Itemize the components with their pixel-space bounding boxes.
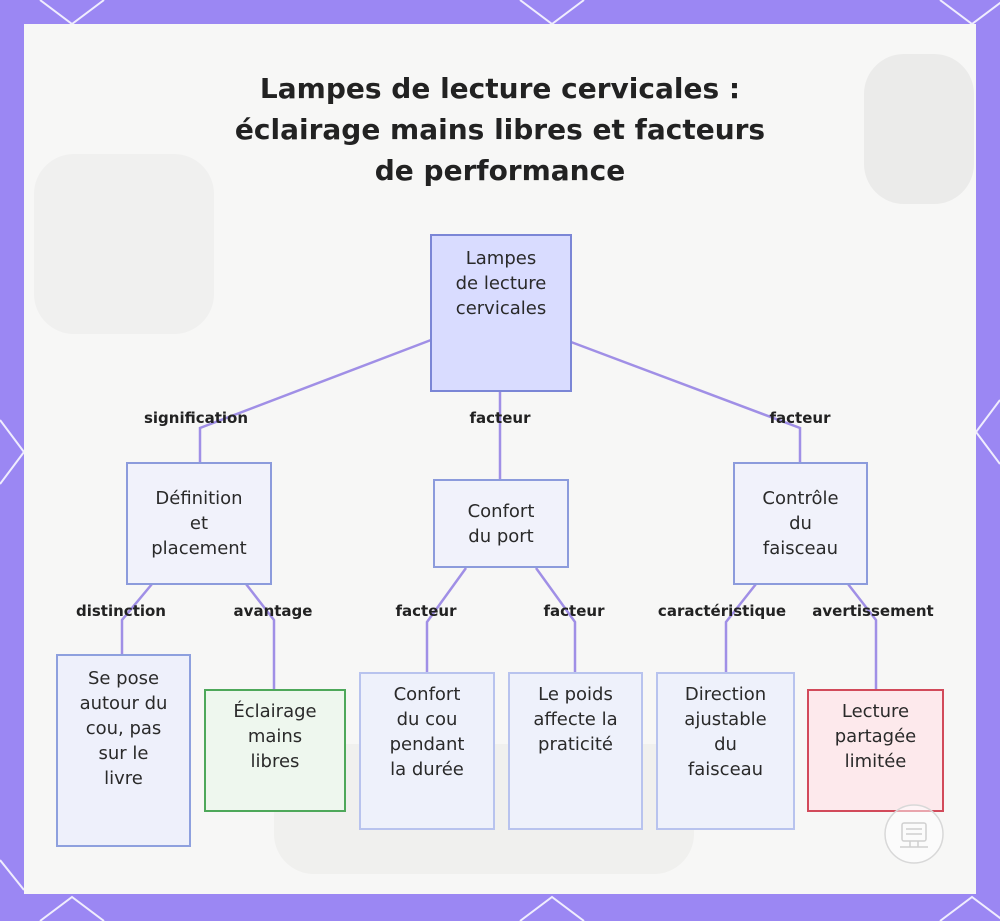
node-text: faisceau	[687, 759, 764, 780]
node-text: placement	[151, 538, 247, 559]
edge-controle-direction	[724, 583, 757, 672]
node-text: partagée	[834, 726, 917, 747]
node-definition: Définition et placement	[126, 462, 272, 585]
node-text: mains	[247, 726, 303, 747]
node-text: Éclairage	[233, 701, 317, 722]
node-text: ajustable	[684, 709, 767, 730]
node-controle: Contrôle du faisceau	[733, 462, 868, 585]
node-text: pendant	[389, 734, 465, 755]
node-text: praticité	[538, 734, 613, 755]
edge-controle-lecture	[847, 583, 878, 689]
node-text: cervicales	[455, 298, 547, 319]
edge-definition-se-pose	[120, 583, 153, 654]
node-text: du	[714, 734, 737, 755]
node-confort-port: Confort du port	[433, 479, 569, 568]
edge-label-avantage: avantage	[233, 602, 313, 620]
node-text: la durée	[390, 759, 464, 780]
edge-label-distinction: distinction	[76, 602, 166, 620]
node-text: et	[189, 513, 209, 534]
title-line: de performance	[374, 154, 626, 187]
node-text: limitée	[844, 751, 907, 772]
node-text: sur le	[98, 743, 149, 764]
node-lecture: Lecture partagée limitée	[807, 689, 944, 812]
edge-label-facteur: facteur	[469, 409, 531, 427]
edge-label-avertissement: avertissement	[812, 602, 934, 620]
brand-logo-icon	[884, 804, 944, 864]
node-se-pose: Se pose autour du cou, pas sur le livre	[56, 654, 191, 847]
edge-confort-port-poids	[534, 567, 577, 672]
node-text: autour du	[79, 693, 168, 714]
edge-label-facteur: facteur	[395, 602, 457, 620]
node-text: Définition	[155, 488, 243, 509]
node-text: Confort	[393, 684, 461, 705]
node-text: libres	[250, 751, 300, 772]
node-text: Contrôle	[762, 488, 839, 509]
node-text: Direction	[684, 684, 767, 705]
node-text: Lampes	[465, 248, 537, 269]
node-text: du	[789, 513, 812, 534]
node-eclairage: Éclairage mains libres	[204, 689, 346, 812]
edge-root-definition	[198, 338, 432, 462]
title-line: éclairage mains libres et facteurs	[234, 113, 766, 146]
node-text: Le poids	[538, 684, 613, 705]
node-text: Se pose	[87, 668, 160, 689]
edge-confort-port-confort-cou	[425, 567, 468, 672]
edge-definition-eclairage	[245, 583, 276, 689]
node-text: affecte la	[533, 709, 618, 730]
title-line: Lampes de lecture cervicales :	[259, 72, 741, 105]
node-text: du port	[468, 525, 534, 547]
edge-label-caracteristique: caractéristique	[657, 602, 787, 620]
node-text: Confort	[467, 500, 535, 522]
edge-label-facteur: facteur	[543, 602, 605, 620]
node-text: livre	[104, 768, 143, 789]
edge-root-controle	[570, 340, 802, 462]
diagram-title: Lampes de lecture cervicales : éclairage…	[0, 68, 1000, 191]
node-text: Lecture	[841, 701, 910, 722]
node-poids: Le poids affecte la praticité	[508, 672, 643, 830]
edge-label-signification: signification	[143, 409, 249, 427]
node-confort-cou: Confort du cou pendant la durée	[359, 672, 495, 830]
node-text: cou, pas	[85, 718, 162, 739]
node-text: du cou	[396, 709, 458, 730]
node-text: faisceau	[762, 538, 839, 559]
background-blur-shape	[34, 154, 214, 334]
edge-label-facteur: facteur	[769, 409, 831, 427]
background-blur-shape	[864, 54, 974, 204]
node-direction: Direction ajustable du faisceau	[656, 672, 795, 830]
node-root: Lampes de lecture cervicales	[430, 234, 572, 392]
node-text: de lecture	[455, 273, 547, 294]
